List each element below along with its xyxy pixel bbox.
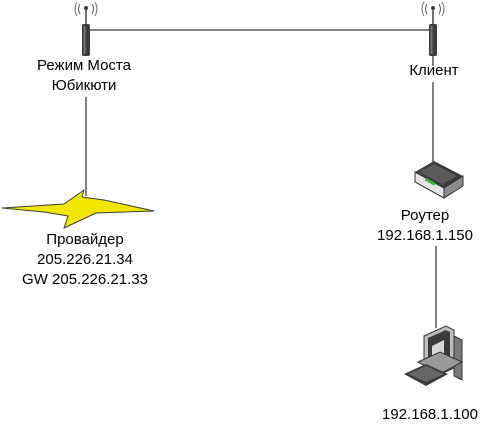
router-label-line-2: 192.168.1.150	[377, 227, 473, 244]
bridge-label-line-2: Юбикюти	[51, 77, 117, 94]
provider-label-line-3: GW 205.226.21.33	[22, 271, 148, 288]
antenna-icon	[421, 1, 445, 56]
provider-label: Провайдер 205.226.21.34 GW 205.226.21.33	[0, 230, 170, 290]
pc-label: 192.168.1.100	[370, 405, 490, 425]
bridge-label: Режим Моста Юбикюти	[4, 56, 164, 96]
router-label-line-1: Роутер	[400, 207, 450, 224]
lightning-icon	[1, 189, 155, 229]
provider-label-line-1: Провайдер	[46, 231, 124, 248]
router-icon	[414, 161, 464, 199]
router-label: Роутер 192.168.1.150	[360, 206, 490, 246]
computer-icon	[404, 325, 464, 386]
pc-label-line-1: 192.168.1.100	[382, 406, 478, 423]
client-label-line-1: Клиент	[409, 62, 459, 79]
bridge-label-line-1: Режим Моста	[37, 57, 131, 74]
antenna-icon	[74, 1, 98, 56]
client-label: Клиент	[394, 61, 474, 81]
provider-label-line-2: 205.226.21.34	[37, 251, 133, 268]
